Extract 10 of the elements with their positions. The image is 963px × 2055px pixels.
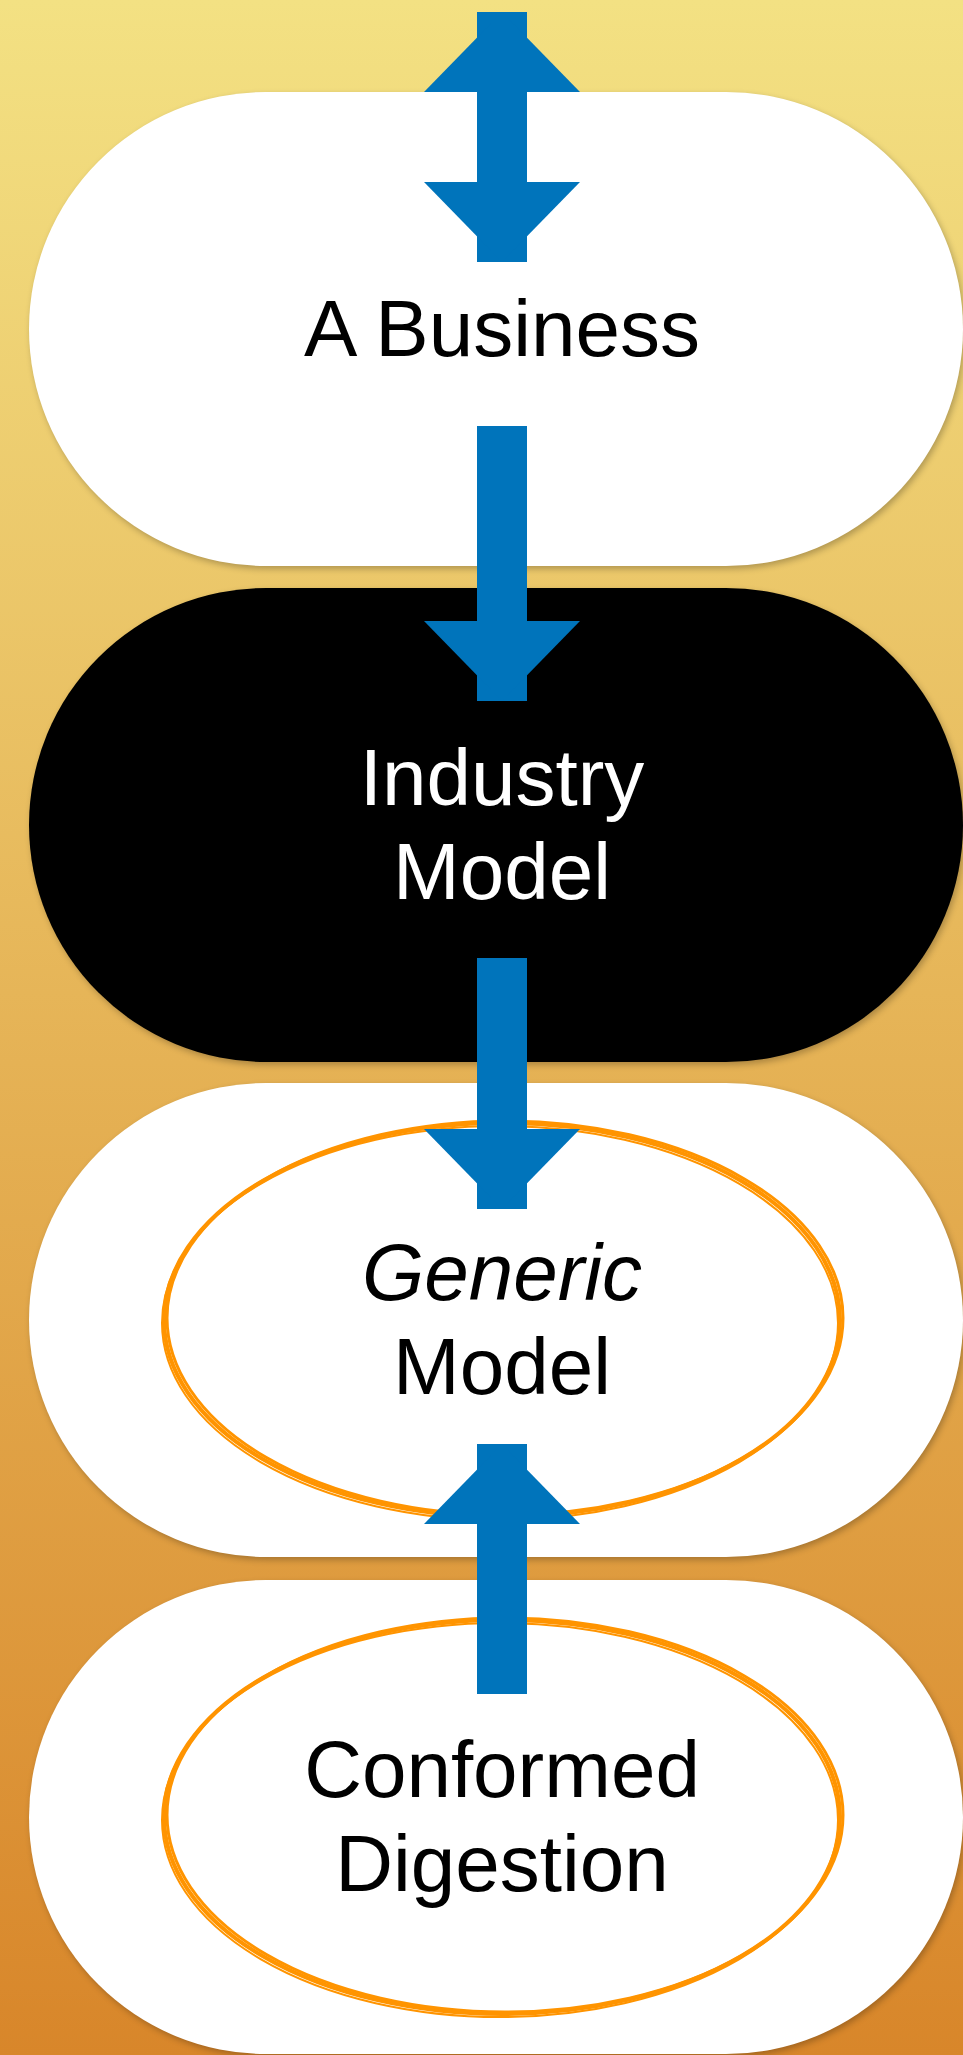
rounded-pill-box [29,1580,963,2054]
arrow [424,12,580,262]
node-label: Conformed Digestion [303,1724,701,1910]
node-label: Industry Model [358,732,646,918]
node-label: A Business [303,283,701,375]
node-label: Generic Model [360,1227,644,1413]
arrow [424,426,580,701]
rounded-pill-box [29,92,963,566]
rounded-pill-box [29,588,963,1062]
rounded-pill-box [29,1083,963,1557]
